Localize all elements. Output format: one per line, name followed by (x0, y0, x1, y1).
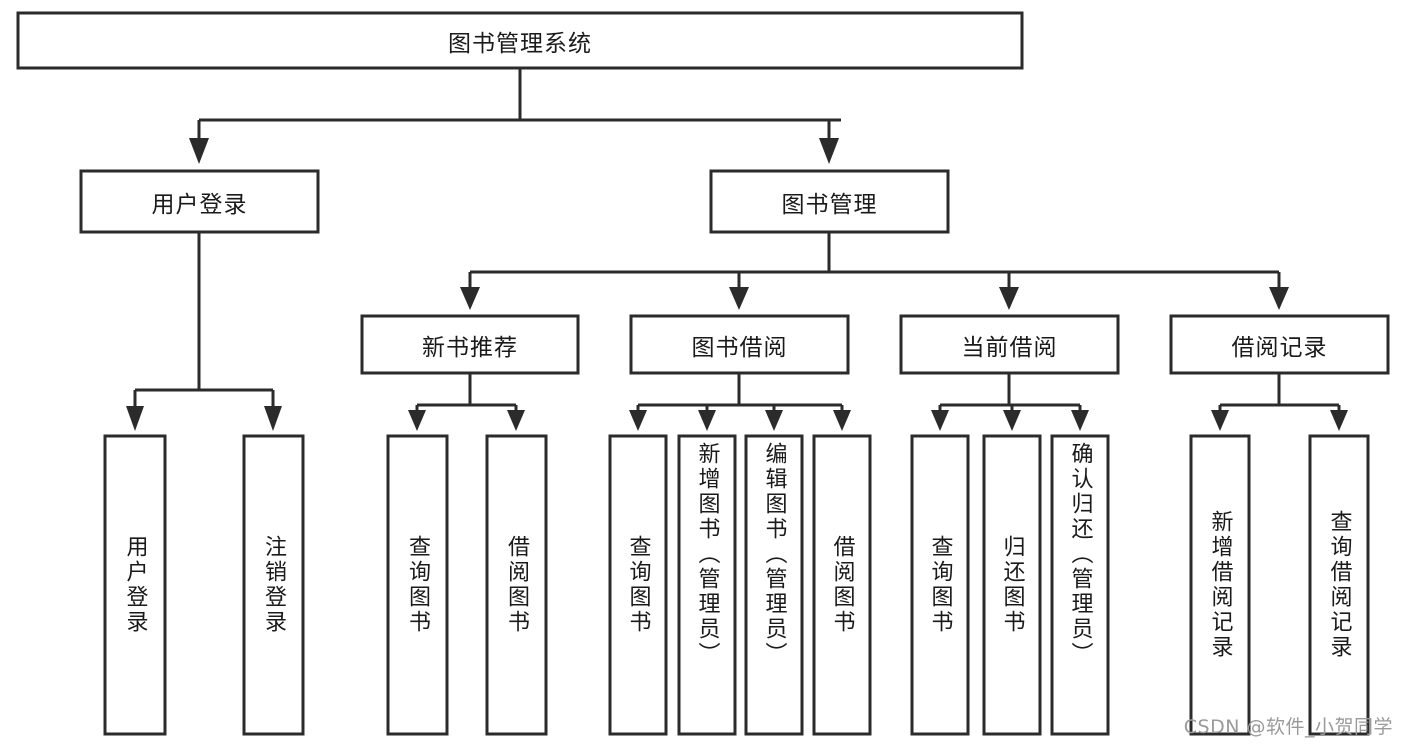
arrowhead-book-manage (819, 138, 839, 164)
arrowhead-new-book-rec (460, 287, 480, 310)
connector-group-new-book-rec (408, 373, 525, 431)
arrowhead-leaf-bb-query-book (629, 410, 647, 431)
node-box-leaf-cb-return-book[interactable] (982, 434, 1042, 736)
arrowhead-leaf-rec-query-book (408, 410, 426, 431)
arrowhead-leaf-bb-add-book (698, 410, 716, 431)
arrowhead-leaf-br-add-record (1211, 410, 1229, 431)
node-box-leaf-br-add-record[interactable] (1189, 434, 1251, 736)
node-box-book-borrow[interactable] (629, 314, 850, 375)
arrowhead-leaf-user-login (126, 406, 144, 431)
arrowhead-leaf-bb-edit-book (765, 410, 783, 431)
arrowhead-leaf-rec-borrow-book (507, 410, 525, 431)
arrowhead-leaf-cb-query-book (931, 410, 949, 431)
arrowhead-leaf-bb-borrow-book (833, 410, 851, 431)
node-box-leaf-logout[interactable] (242, 434, 305, 736)
arrowhead-user-login (189, 138, 209, 164)
arrowhead-leaf-cb-confirm-return (1071, 410, 1089, 431)
node-box-leaf-user-login[interactable] (103, 434, 167, 736)
node-box-new-book-rec[interactable] (360, 314, 580, 375)
arrowhead-leaf-logout (264, 406, 282, 431)
connector-group-book-manage (460, 232, 1289, 310)
arrowhead-book-borrow (729, 287, 749, 310)
node-box-borrow-record[interactable] (1169, 314, 1390, 375)
arrowhead-leaf-cb-return-book (1003, 410, 1021, 431)
connector-group-current-borrow (931, 373, 1089, 431)
arrowhead-current-borrow (999, 287, 1019, 310)
node-box-leaf-rec-query-book[interactable] (386, 434, 449, 736)
node-box-leaf-bb-borrow-book[interactable] (812, 434, 872, 736)
node-box-leaf-bb-edit-book[interactable] (744, 434, 804, 736)
node-box-leaf-bb-query-book[interactable] (608, 434, 668, 736)
node-box-book-manage[interactable] (709, 169, 950, 234)
node-box-leaf-cb-confirm-return[interactable] (1050, 434, 1110, 736)
node-box-leaf-cb-query-book[interactable] (910, 434, 970, 736)
arrowhead-leaf-br-query-record (1330, 410, 1348, 431)
connector-group-user-login (126, 232, 282, 431)
node-box-leaf-br-query-record[interactable] (1308, 434, 1370, 736)
node-box-current-borrow[interactable] (899, 314, 1120, 375)
connector-group-book-borrow (629, 373, 851, 431)
connector-group-borrow-record (1211, 373, 1348, 431)
arrowhead-borrow-record (1269, 287, 1289, 310)
node-box-leaf-rec-borrow-book[interactable] (485, 434, 548, 736)
node-box-leaf-bb-add-book[interactable] (677, 434, 737, 736)
node-box-user-login[interactable] (79, 169, 320, 234)
connector-group-root (189, 68, 841, 164)
node-box-root[interactable] (16, 11, 1024, 70)
